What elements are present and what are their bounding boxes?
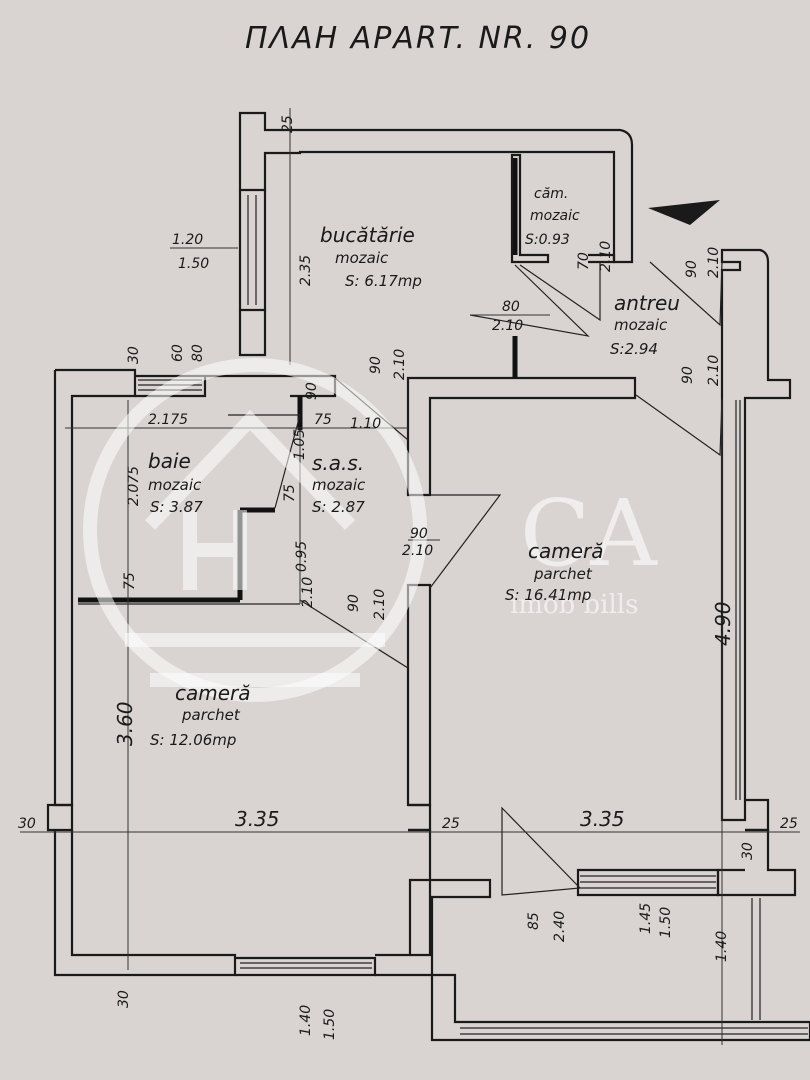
dim-label: 1.50: [322, 1009, 338, 1040]
watermark-logo: CA imob bills: [83, 358, 658, 702]
north-arrow: [648, 200, 720, 225]
room-floor-sas: mozaic: [312, 476, 366, 494]
door-swings: [228, 200, 723, 896]
room-area-camera1: S: 16.41mp: [505, 586, 591, 604]
dim-label: 0.95: [294, 541, 310, 572]
dim-label: 2.10: [706, 355, 722, 386]
room-area-baie: S: 3.87: [150, 498, 203, 516]
room-area-sas: S: 2.87: [312, 498, 365, 516]
dim-label: 1.10: [350, 416, 381, 432]
dim-label: 2.40: [552, 911, 568, 942]
dim-label: 3.35: [235, 807, 280, 831]
watermark-text: CA: [520, 480, 658, 587]
dim-label: 3.60: [113, 701, 137, 746]
dim-label: 1.40: [714, 931, 730, 962]
room-area-bucatarie: S: 6.17mp: [345, 272, 422, 290]
dim-label: 25: [780, 816, 798, 832]
room-name-camera1: cameră: [528, 539, 604, 563]
dim-label: 2.10: [392, 349, 408, 380]
dim-label: 75: [122, 572, 138, 590]
room-name-bucatarie: bucătărie: [320, 223, 415, 247]
dim-label: 85: [526, 912, 542, 930]
dim-label: 90: [684, 260, 700, 278]
dim-label: 2.10: [300, 577, 316, 608]
room-floor-bucatarie: mozaic: [335, 249, 389, 267]
dim-label: 2.10: [706, 247, 722, 278]
room-floor-camara: mozaic: [530, 208, 580, 224]
room-area-antreu: S:2.94: [610, 340, 658, 358]
dim-label: 70: [576, 252, 592, 270]
dim-label: 60: [170, 344, 186, 362]
dimension-labels: 25 2.35 1.20 1.50 70 2.10 90 2.10 80 2.1…: [18, 115, 798, 1040]
dim-label: 80: [502, 299, 520, 315]
room-name-camera2: cameră: [175, 681, 251, 705]
dim-label: 1.40: [298, 1005, 314, 1036]
dim-label: 1.45: [638, 903, 654, 934]
dim-label: 90: [410, 526, 428, 542]
dim-label: 30: [116, 990, 132, 1008]
dim-label: 30: [126, 346, 142, 364]
dim-label: 1.50: [178, 256, 209, 272]
dim-label: 2.10: [492, 318, 523, 334]
room-area-camara: S:0.93: [525, 232, 570, 248]
dim-label: 75: [282, 484, 298, 502]
room-labels: bucătărie mozaic S: 6.17mp căm. mozaic S…: [148, 186, 680, 749]
dim-label: 90: [368, 356, 384, 374]
dim-label: 1.50: [658, 907, 674, 938]
dim-label: 2.10: [598, 241, 614, 272]
dim-label: 30: [18, 816, 36, 832]
dim-label: 30: [740, 842, 756, 860]
dim-label: 2.075: [126, 466, 142, 506]
dim-label: 1.05: [292, 429, 308, 460]
dim-label: 25: [280, 115, 296, 133]
room-name-antreu: antreu: [614, 291, 680, 315]
dim-label: 2.10: [372, 589, 388, 620]
dim-label: 75: [314, 412, 332, 428]
dim-label: 25: [442, 816, 460, 832]
walls: [46, 111, 810, 1042]
room-floor-baie: mozaic: [148, 476, 202, 494]
dim-label: 3.35: [580, 807, 625, 831]
room-name-camara: căm.: [534, 186, 568, 202]
dim-label: 2.35: [298, 255, 314, 286]
dim-label: 4.90: [711, 601, 735, 646]
room-floor-camera1: parchet: [533, 565, 593, 583]
dim-label: 2.175: [148, 412, 188, 428]
watermark-subtext: imob bills: [510, 590, 638, 620]
plan-title: ΠΛΑΗ ΑΡΑRT. NR. 90: [245, 21, 591, 56]
dim-label: 90: [304, 382, 320, 400]
room-floor-antreu: mozaic: [614, 316, 668, 334]
dim-label: 1.20: [172, 232, 203, 248]
room-area-camera2: S: 12.06mp: [150, 731, 236, 749]
room-floor-camera2: parchet: [181, 706, 241, 724]
dim-label: 2.10: [402, 543, 433, 559]
room-name-sas: s.a.s.: [312, 451, 364, 475]
dim-label: 80: [190, 344, 206, 362]
dim-label: 90: [346, 594, 362, 612]
dim-label: 90: [680, 366, 696, 384]
room-name-baie: baie: [148, 449, 191, 473]
